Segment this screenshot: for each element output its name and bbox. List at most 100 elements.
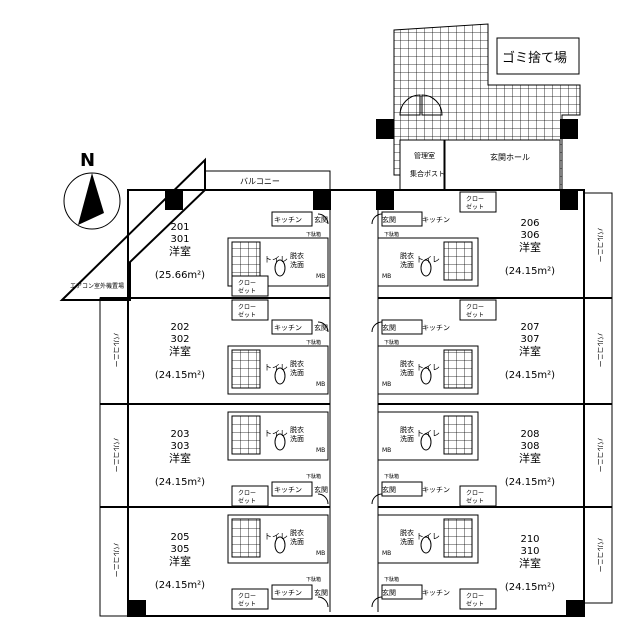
balcony-label: バルコニー [112,333,120,368]
toilet-label: トイレ [416,255,440,264]
unit-number: 203 [170,429,189,440]
entrance-hall-label: 玄関ホール [490,152,530,162]
toilet-label: トイレ [264,532,288,541]
closet-label-2: ゼット [466,311,484,319]
genkan-label: 玄関 [314,588,328,597]
mb-label: MB [316,447,325,454]
toilet-label: トイレ [264,255,288,264]
kitchen-label: キッチン [274,486,302,494]
room-type-label: 洋室 [519,451,541,465]
closet-label-2: ゼット [466,600,484,608]
balcony-label: バルコニー [596,438,604,473]
unit-number-2: 310 [520,546,539,557]
washroom-label: 脱衣 [290,528,304,537]
management-room-label: 管理室 [414,151,435,160]
garbage-label: ゴミ捨て場 [502,50,567,66]
room-type-label: 洋室 [519,344,541,358]
kitchen-label: キッチン [274,216,302,224]
shoe-box-label: 下駄箱 [306,576,321,583]
unit-208: トイレ脱衣洗面MBキッチン玄関下駄箱クローゼット208308洋室(24.15m²… [371,411,555,507]
genkan-label: 玄関 [382,588,396,597]
room-type-label: 洋室 [519,240,541,254]
room-type-label: 洋室 [169,554,191,568]
closet-label: クロー [466,490,484,497]
kitchen-label: キッチン [422,589,450,597]
genkan-label: 玄関 [382,485,396,494]
unit-number: 206 [520,218,539,229]
shoe-box-label: 下駄箱 [384,473,399,480]
unit-number-2: 307 [520,334,539,345]
shoe-box-label: 下駄箱 [306,339,321,346]
washroom-label: 脱衣 [290,251,304,260]
closet-label: クロー [466,304,484,311]
room-type-label: 洋室 [519,556,541,570]
washroom-label: 脱衣 [290,359,304,368]
washroom-label-2: 洗面 [400,368,414,377]
unit-area: (24.15m²) [505,582,555,593]
unit-210: トイレ脱衣洗面MBキッチン玄関下駄箱クローゼット210310洋室(24.15m²… [371,514,555,610]
unit-area: (24.15m²) [155,580,205,591]
washroom-label-2: 洗面 [290,434,304,443]
unit-number: 207 [520,322,539,333]
mb-label: MB [316,273,325,280]
washroom-label-2: 洗面 [290,368,304,377]
toilet-label: トイレ [416,429,440,438]
mb-label: MB [382,381,391,388]
washroom-label-2: 洗面 [400,434,414,443]
closet-label: クロー [238,280,256,287]
unit-203: トイレ脱衣洗面MBキッチン玄関下駄箱クローゼット203303洋室(24.15m²… [155,411,329,507]
balcony-label: バルコニー [596,333,604,368]
balcony-label: バルコニー [112,438,120,473]
unit-number: 201 [170,222,189,233]
closet-label-2: ゼット [466,203,484,211]
washroom-label: 脱衣 [400,251,414,260]
closet-label: クロー [238,304,256,311]
room-type-label: 洋室 [169,344,191,358]
balcony-label-top: バルコニー [240,177,280,186]
closet-label-2: ゼット [238,287,256,295]
unit-number-2: 303 [170,441,189,452]
unit-number-2: 301 [170,234,189,245]
shoe-box-label: 下駄箱 [384,339,399,346]
unit-201: トイレ脱衣洗面MBキッチン玄関下駄箱クローゼット201301洋室(25.66m²… [155,211,329,297]
unit-area: (24.15m²) [155,370,205,381]
toilet-label: トイレ [264,363,288,372]
unit-area: (25.66m²) [155,270,205,281]
north-label: N [80,150,95,171]
closet-label: クロー [238,593,256,600]
genkan-label: 玄関 [314,323,328,332]
unit-number-2: 306 [520,230,539,241]
shoe-box-label: 下駄箱 [306,473,321,480]
entrance-block: ゴミ捨て場 玄関ホール 管理室 集合ポスト [376,23,581,191]
closet-label-2: ゼット [238,311,256,319]
mb-label: MB [316,550,325,557]
unit-207: トイレ脱衣洗面MBキッチン玄関下駄箱クローゼット207307洋室(24.15m²… [371,299,555,395]
shoe-box-label: 下駄箱 [384,231,399,238]
unit-206: トイレ脱衣洗面MBキッチン玄関下駄箱クローゼット206306洋室(24.15m²… [371,191,555,287]
washroom-label: 脱衣 [400,425,414,434]
unit-area: (24.15m²) [155,477,205,488]
genkan-label: 玄関 [314,485,328,494]
unit-number: 205 [170,532,189,543]
unit-number-2: 305 [170,544,189,555]
balcony-label: バルコニー [596,538,604,573]
washroom-label-2: 洗面 [400,537,414,546]
washroom-label: 脱衣 [400,528,414,537]
genkan-label: 玄関 [382,215,396,224]
shoe-box-label: 下駄箱 [306,231,321,238]
toilet-label: トイレ [416,363,440,372]
unit-number: 208 [520,429,539,440]
kitchen-label: キッチン [274,589,302,597]
washroom-label-2: 洗面 [290,537,304,546]
unit-number: 202 [170,322,189,333]
closet-label-2: ゼット [238,600,256,608]
unit-number-2: 302 [170,334,189,345]
washroom-label-2: 洗面 [290,260,304,269]
ac-space-label: エアコン室外機置場 [70,282,124,290]
genkan-label: 玄関 [314,215,328,224]
kitchen-label: キッチン [422,486,450,494]
room-type-label: 洋室 [169,451,191,465]
closet-label: クロー [466,593,484,600]
unit-205: トイレ脱衣洗面 MB キッチン 玄関 下駄箱クローゼット 205305洋室 (24.15m²… [155,514,329,610]
